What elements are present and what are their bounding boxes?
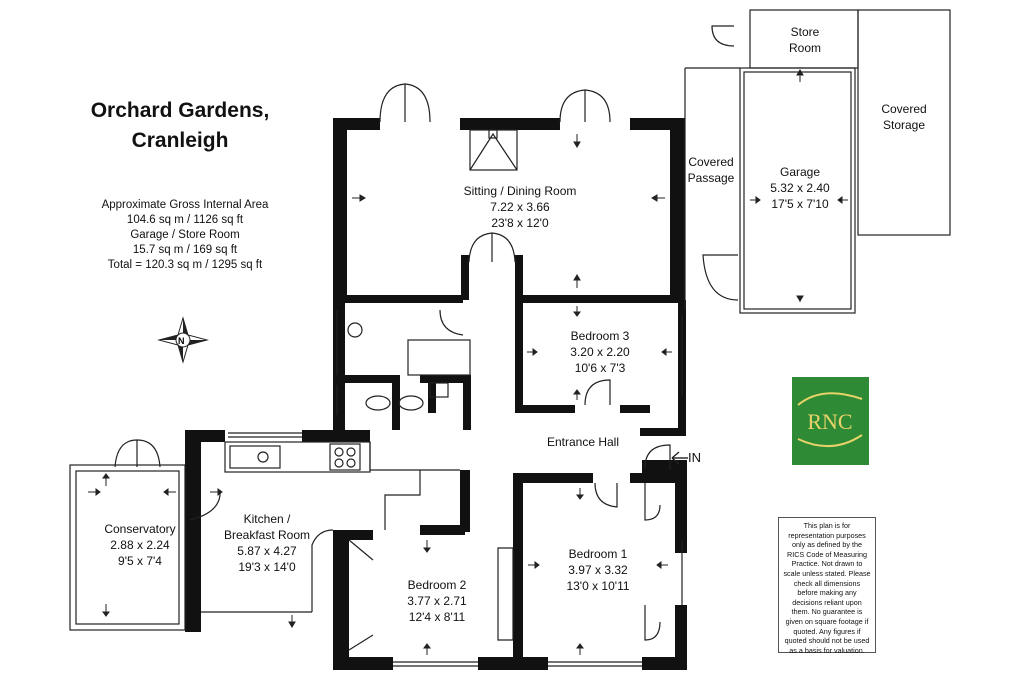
agent-logo: RNC (792, 377, 869, 465)
area-line-1: Approximate Gross Internal Area (101, 199, 269, 211)
room-imperial: 17'5 x 7'10 (771, 197, 829, 211)
area-line-4: 15.7 sq m / 169 sq ft (132, 244, 238, 256)
room-metric: 3.97 x 3.32 (568, 563, 628, 577)
room-name-1: Covered (688, 155, 734, 169)
area-line-3: Garage / Store Room (130, 229, 240, 241)
room-imperial: 13'0 x 10'11 (566, 579, 630, 593)
room-name: Bedroom 2 (407, 578, 467, 592)
room-conservatory: Conservatory 2.88 x 2.24 9'5 x 7'4 (90, 521, 190, 569)
entry-arrow-icon (671, 451, 688, 465)
logo-letters: RNC (807, 409, 852, 434)
dimension-arrows (88, 69, 848, 655)
room-imperial: 23'8 x 12'0 (491, 216, 549, 230)
entry-label: IN (688, 450, 701, 465)
room-metric: 3.20 x 2.20 (570, 345, 630, 359)
room-name: Garage (779, 165, 821, 179)
disclaimer-text: This plan is for representation purposes… (783, 521, 871, 655)
room-name-2: Passage (687, 171, 735, 185)
area-line-5: Total = 120.3 sq m / 1295 sq ft (107, 259, 263, 271)
room-name-1: Kitchen / (243, 512, 291, 526)
compass-icon (157, 316, 209, 364)
room-name: Bedroom 3 (570, 329, 630, 343)
room-sitting-dining: Sitting / Dining Room 7.22 x 3.66 23'8 x… (430, 183, 610, 231)
room-imperial: 10'6 x 7'3 (574, 361, 626, 375)
room-name: Entrance Hall (546, 435, 620, 449)
room-imperial: 19'3 x 14'0 (238, 560, 296, 574)
room-metric: 2.88 x 2.24 (110, 538, 170, 552)
room-kitchen: Kitchen / Breakfast Room 5.87 x 4.27 19'… (212, 511, 322, 575)
room-metric: 5.87 x 4.27 (237, 544, 297, 558)
room-covered-storage: Covered Storage (864, 101, 944, 133)
room-bedroom-2: Bedroom 2 3.77 x 2.71 12'4 x 8'11 (387, 577, 487, 625)
area-summary: Approximate Gross Internal Area 104.6 sq… (60, 198, 310, 273)
room-name-1: Store (790, 25, 820, 39)
room-name-2: Room (788, 41, 821, 55)
walls (185, 118, 687, 670)
title-line-1: Orchard Gardens, (90, 99, 270, 122)
plan-title: Orchard Gardens, Cranleigh (60, 96, 300, 156)
room-name: Bedroom 1 (568, 547, 628, 561)
logo-emblem: RNC (797, 392, 863, 448)
room-entrance-hall: Entrance Hall (523, 434, 643, 450)
room-imperial: 9'5 x 7'4 (118, 554, 162, 568)
room-bedroom-1: Bedroom 1 3.97 x 3.32 13'0 x 10'11 (548, 546, 648, 594)
room-imperial: 12'4 x 8'11 (408, 610, 466, 624)
room-metric: 3.77 x 2.71 (407, 594, 467, 608)
room-metric: 7.22 x 3.66 (490, 200, 550, 214)
compass-letter: N (178, 336, 185, 346)
room-name: Sitting / Dining Room (463, 184, 577, 198)
room-covered-passage: Covered Passage (680, 154, 742, 186)
room-name-2: Breakfast Room (223, 528, 311, 542)
room-name: Conservatory (104, 522, 176, 536)
area-line-2: 104.6 sq m / 1126 sq ft (126, 214, 244, 226)
title-line-2: Cranleigh (131, 129, 229, 152)
room-bedroom-3: Bedroom 3 3.20 x 2.20 10'6 x 7'3 (550, 328, 650, 376)
room-name-1: Covered (881, 102, 927, 116)
room-metric: 5.32 x 2.40 (770, 181, 830, 195)
room-garage: Garage 5.32 x 2.40 17'5 x 7'10 (750, 164, 850, 212)
room-store: Store Room (770, 24, 840, 56)
disclaimer-box: This plan is for representation purposes… (778, 517, 876, 655)
room-name-2: Storage (882, 118, 926, 132)
thin-lines (69, 9, 951, 667)
